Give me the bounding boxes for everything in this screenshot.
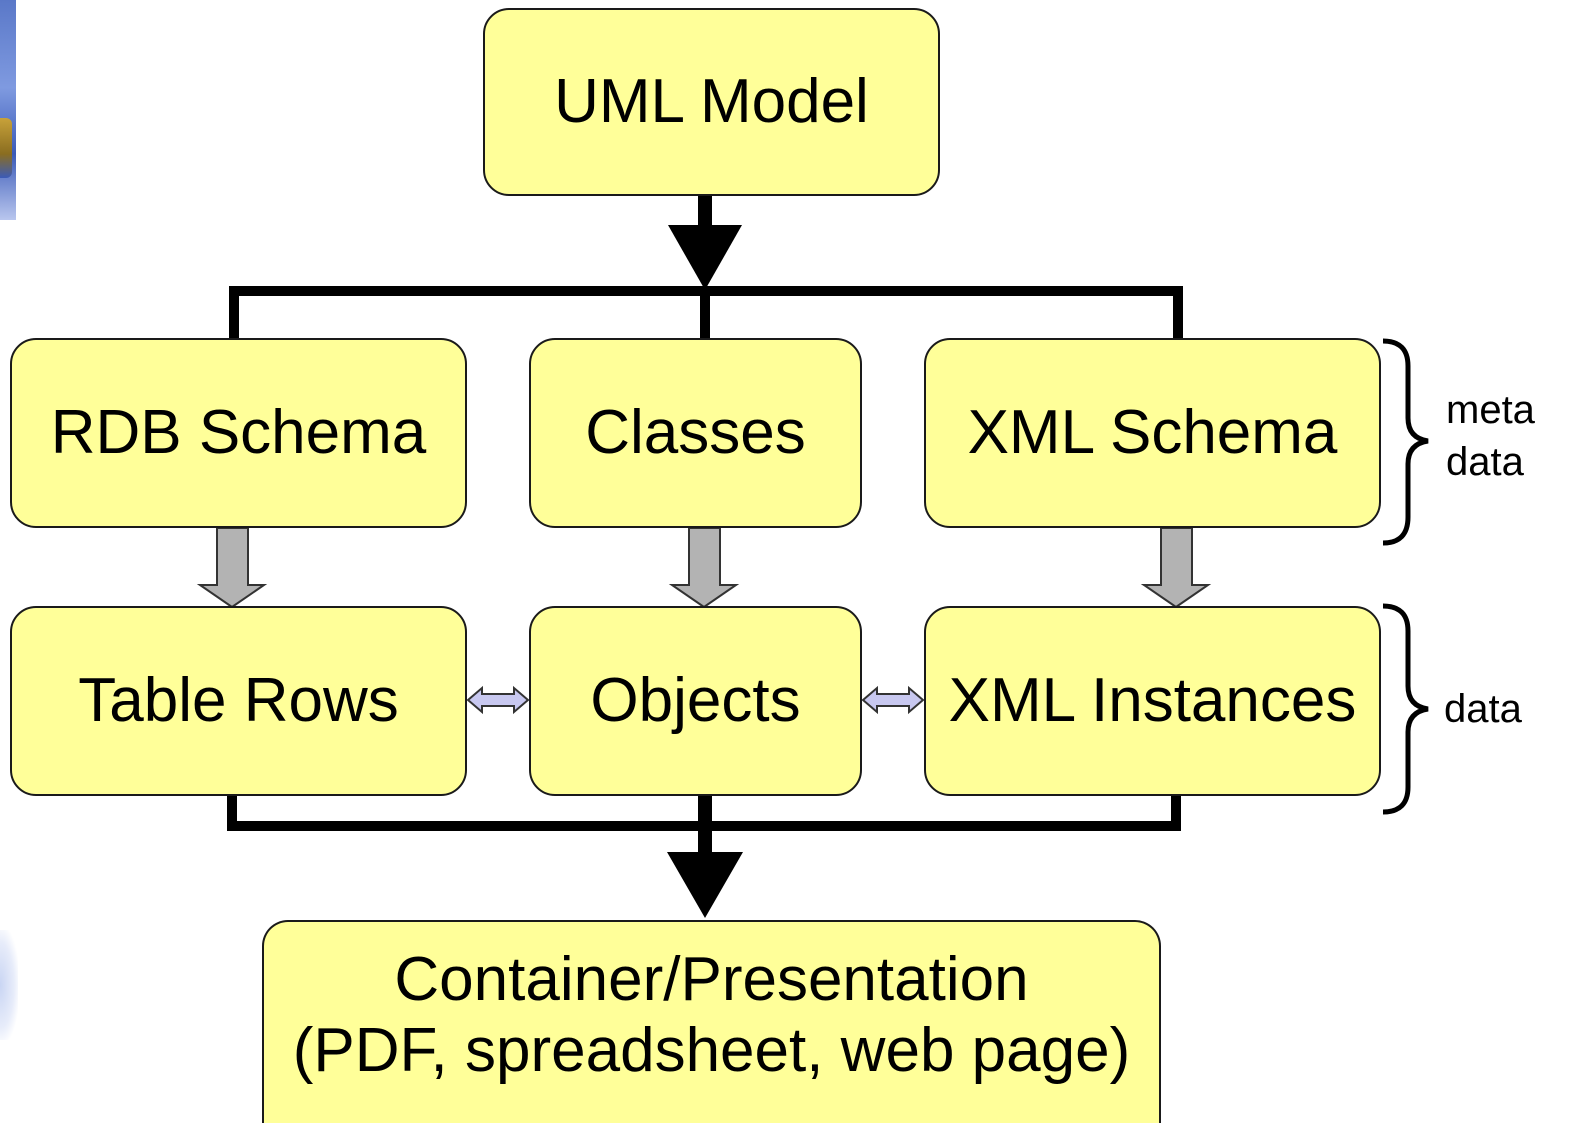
uml-down-arrowhead xyxy=(668,225,742,290)
top-bus-drop-right xyxy=(1173,286,1183,341)
data-brace xyxy=(1382,603,1429,815)
sync-arrow-objects-xml xyxy=(861,685,925,715)
table-rows-node: Table Rows xyxy=(10,606,467,796)
top-bus-drop-center xyxy=(700,286,710,341)
meta-data-group-label: meta data xyxy=(1446,384,1535,488)
uml-model-node: UML Model xyxy=(483,8,940,196)
uml-down-trunk xyxy=(698,195,712,230)
rdb-schema-label: RDB Schema xyxy=(50,398,427,468)
decorative-image-fragment-top xyxy=(0,0,16,220)
xml-schema-node: XML Schema xyxy=(924,338,1381,528)
bottom-bus-rise-left xyxy=(227,795,237,830)
derive-arrow-xsd-to-xml xyxy=(1140,527,1212,609)
objects-node: Objects xyxy=(529,606,862,796)
bottom-bus-horizontal xyxy=(227,821,1181,831)
xml-instances-label: XML Instances xyxy=(948,666,1357,736)
decorative-image-fragment-bottom xyxy=(0,930,18,1040)
data-group-label: data xyxy=(1444,683,1522,735)
uml-model-label: UML Model xyxy=(554,67,869,137)
container-presentation-node: Container/Presentation (PDF, spreadsheet… xyxy=(262,920,1161,1123)
meta-data-label-line1: meta xyxy=(1446,388,1535,432)
data-label: data xyxy=(1444,687,1522,731)
rdb-schema-node: RDB Schema xyxy=(10,338,467,528)
classes-label: Classes xyxy=(585,398,806,468)
sync-arrow-rows-objects xyxy=(466,685,530,715)
bottom-bus-rise-right xyxy=(1171,795,1181,830)
objects-label: Objects xyxy=(590,666,801,736)
meta-data-brace xyxy=(1382,338,1429,546)
xml-instances-node: XML Instances xyxy=(924,606,1381,796)
container-label-line1: Container/Presentation xyxy=(394,945,1029,1014)
meta-data-label-line2: data xyxy=(1446,440,1524,484)
container-down-arrowhead xyxy=(667,852,743,918)
top-bus-drop-left xyxy=(229,286,239,341)
container-label-line2: (PDF, spreadsheet, web page) xyxy=(292,1016,1131,1086)
xml-schema-label: XML Schema xyxy=(967,398,1338,468)
derive-arrow-rdb-to-rows xyxy=(196,527,268,609)
table-rows-label: Table Rows xyxy=(78,666,399,736)
classes-node: Classes xyxy=(529,338,862,528)
derive-arrow-classes-to-objects xyxy=(668,527,740,609)
